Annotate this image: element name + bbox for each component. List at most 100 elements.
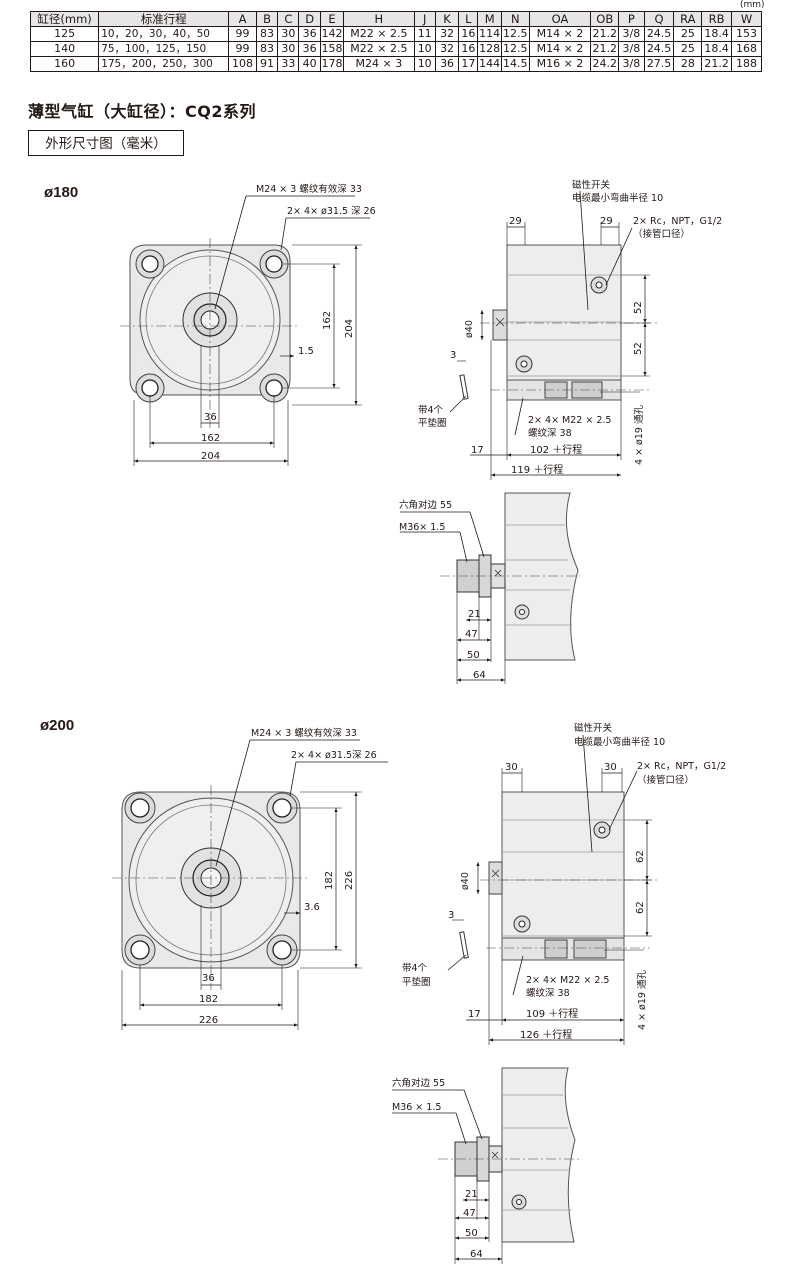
port-note: 2× Rc，NPT，G1/2: [633, 216, 722, 227]
dim-lower: 52: [633, 342, 644, 355]
port-icon: [511, 1194, 527, 1210]
table-cell: 91: [255, 56, 279, 72]
dim-pcd-vertical: 162: [322, 311, 333, 330]
table-header: 标准行程: [98, 11, 230, 27]
cable-note: 电缆最小弯曲半径 10: [572, 192, 663, 204]
dimension-table: 缸径(mm) 标准行程 A B C D E H J K L M N OA OB …: [29, 11, 762, 72]
table-cell: 144: [477, 56, 502, 72]
table-cell: 99: [228, 41, 257, 57]
dim-50: 50: [465, 1228, 478, 1239]
table-cell: M14 × 2: [528, 41, 592, 57]
washer-note-1: 带4个: [402, 963, 428, 974]
port-note: 2× Rc，NPT，G1/2: [637, 761, 726, 772]
table-cell: 153: [731, 26, 762, 42]
bolt-hole-icon: [135, 249, 165, 279]
bolt-hole-icon: [135, 373, 165, 403]
table-cell: 30: [277, 26, 300, 42]
tap-depth: 螺纹深 38: [528, 427, 572, 439]
washer-note-2: 平垫圈: [418, 417, 447, 429]
table-cell: 114: [477, 26, 502, 42]
table-cell: 175，200，250，300: [98, 56, 230, 72]
dim-47: 47: [463, 1208, 476, 1219]
table-header: RB: [701, 11, 733, 27]
bolt-hole-icon: [124, 792, 156, 824]
table-cell: 14.5: [500, 56, 530, 72]
port-sub: （接管口径）: [633, 228, 690, 240]
dim-rod-dia: ø40: [464, 320, 475, 338]
table-cell: M24 × 3: [343, 56, 415, 72]
table-cell: 188: [731, 56, 762, 72]
table-cell: 10: [413, 56, 436, 72]
dim-left: 29: [509, 216, 522, 227]
table-cell: M16 × 2: [528, 56, 592, 72]
through-hole-note: 4 × ø19 通孔: [634, 405, 645, 465]
switch-note: 磁性开关: [574, 722, 613, 734]
table-header: H: [343, 11, 415, 27]
front-view-180: [120, 195, 370, 466]
dim-stroke-1: 102 ＋行程: [530, 443, 582, 456]
unit-label: (mm): [740, 0, 765, 10]
bolt-hole-icon: [259, 249, 289, 279]
table-cell: 17: [458, 56, 479, 72]
dim-64: 64: [473, 670, 486, 681]
table-cell: 160: [29, 56, 100, 72]
table-header: A: [228, 11, 257, 27]
table-cell: 125: [29, 26, 100, 42]
table-cell: 27.5: [643, 56, 675, 72]
series-title: 薄型气缸（大缸径）：CQ2系列: [28, 102, 256, 121]
table-cell: 32: [434, 26, 460, 42]
table-cell: 25: [673, 26, 703, 42]
port-icon: [515, 355, 533, 373]
size-label-200: ø200: [40, 717, 75, 734]
rod-thread-note: M36× 1.5: [399, 522, 445, 533]
table-header: C: [277, 11, 300, 27]
dim-washer: 3: [448, 910, 454, 921]
table-cell: M22 × 2.5: [343, 41, 415, 57]
table-cell: 12.5: [500, 41, 530, 57]
table-cell: 10: [413, 41, 436, 57]
port-icon: [590, 276, 608, 294]
dim-21: 21: [465, 1189, 478, 1200]
dim-pcd: 182: [199, 994, 218, 1005]
table-cell: 36: [434, 56, 460, 72]
dim-right: 29: [600, 216, 613, 227]
drawing-label: 外形尺寸图（毫米）: [28, 130, 184, 156]
switch-note: 磁性开关: [572, 179, 611, 191]
table-header: N: [500, 11, 530, 27]
dim-rod: 36: [204, 412, 217, 423]
tap-note: 2× 4× M22 × 2.5: [528, 415, 611, 426]
table-header-row: 缸径(mm) 标准行程 A B C D E H J K L M N OA OB …: [29, 11, 762, 27]
table-header: J: [413, 11, 436, 27]
dim-stroke-2: 119 ＋行程: [511, 463, 563, 476]
hex-note: 六角对边 55: [399, 499, 452, 511]
table-cell: 16: [458, 41, 479, 57]
front-counterbore-note: 2× 4× ø31.5 深 26: [287, 206, 376, 217]
dim-64: 64: [470, 1249, 483, 1260]
dim-21: 21: [468, 609, 481, 620]
front-counterbore-note: 2× 4× ø31.5深 26: [291, 750, 377, 761]
rod-thread-note: M36 × 1.5: [392, 1102, 441, 1113]
washer-note-1: 带4个: [418, 405, 444, 416]
table-cell: 28: [673, 56, 703, 72]
dim-stroke-1: 109 ＋行程: [526, 1007, 578, 1020]
table-header: W: [731, 11, 762, 27]
table-cell: 33: [277, 56, 300, 72]
dim-stroke-2: 126 ＋行程: [520, 1028, 572, 1041]
through-hole-note: 4 × ø19 通孔: [637, 970, 648, 1030]
dim-rod: 36: [202, 973, 215, 984]
table-cell: 21.2: [590, 41, 620, 57]
rod-end-view-200: [392, 1067, 580, 1264]
dim-width: 226: [199, 1015, 218, 1026]
dim-gap: 3.6: [304, 902, 320, 913]
table-cell: 3/8: [618, 26, 645, 42]
size-label-180: ø180: [44, 184, 79, 201]
dim-pcd-vertical: 182: [324, 871, 335, 890]
dim-17: 17: [471, 445, 484, 456]
dim-washer: 3: [450, 350, 456, 361]
table-cell: 21.2: [590, 26, 620, 42]
port-icon: [513, 915, 531, 933]
table-cell: 18.4: [701, 41, 733, 57]
port-icon: [514, 604, 530, 620]
dim-gap: 1.5: [298, 346, 314, 357]
